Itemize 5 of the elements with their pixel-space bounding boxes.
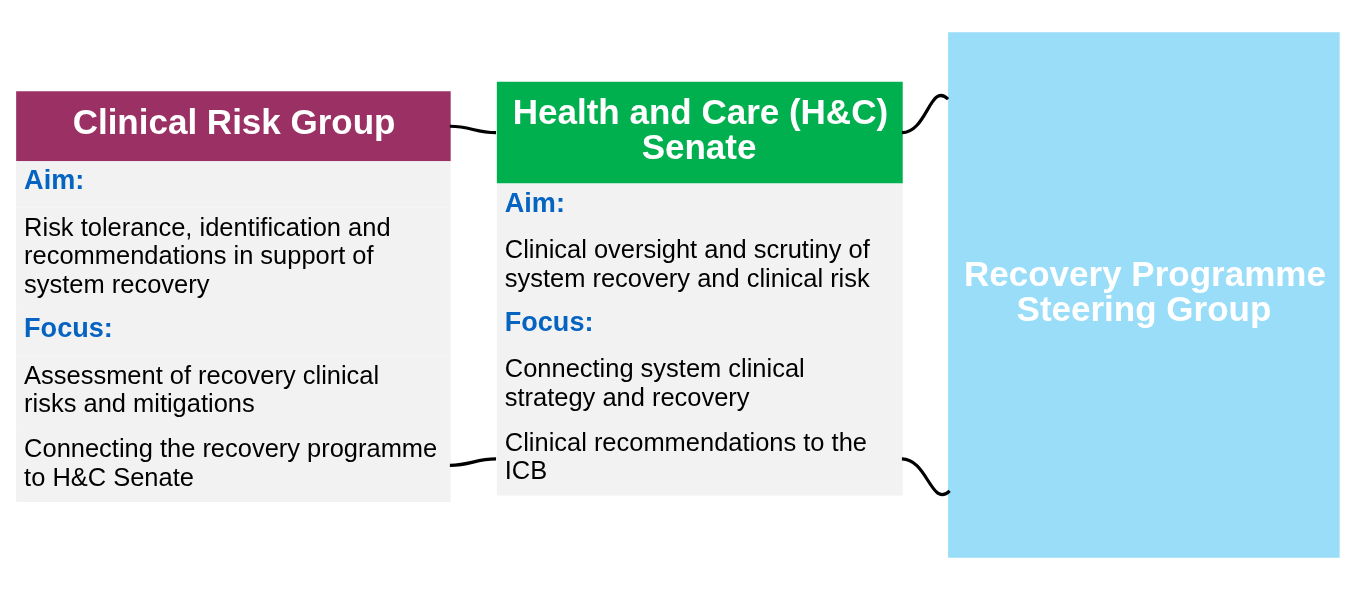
node-box: Recovery Programme Steering Group xyxy=(948,31,1340,558)
connector xyxy=(901,456,951,496)
connector xyxy=(449,456,497,467)
connector xyxy=(901,93,950,134)
connector xyxy=(449,124,497,134)
